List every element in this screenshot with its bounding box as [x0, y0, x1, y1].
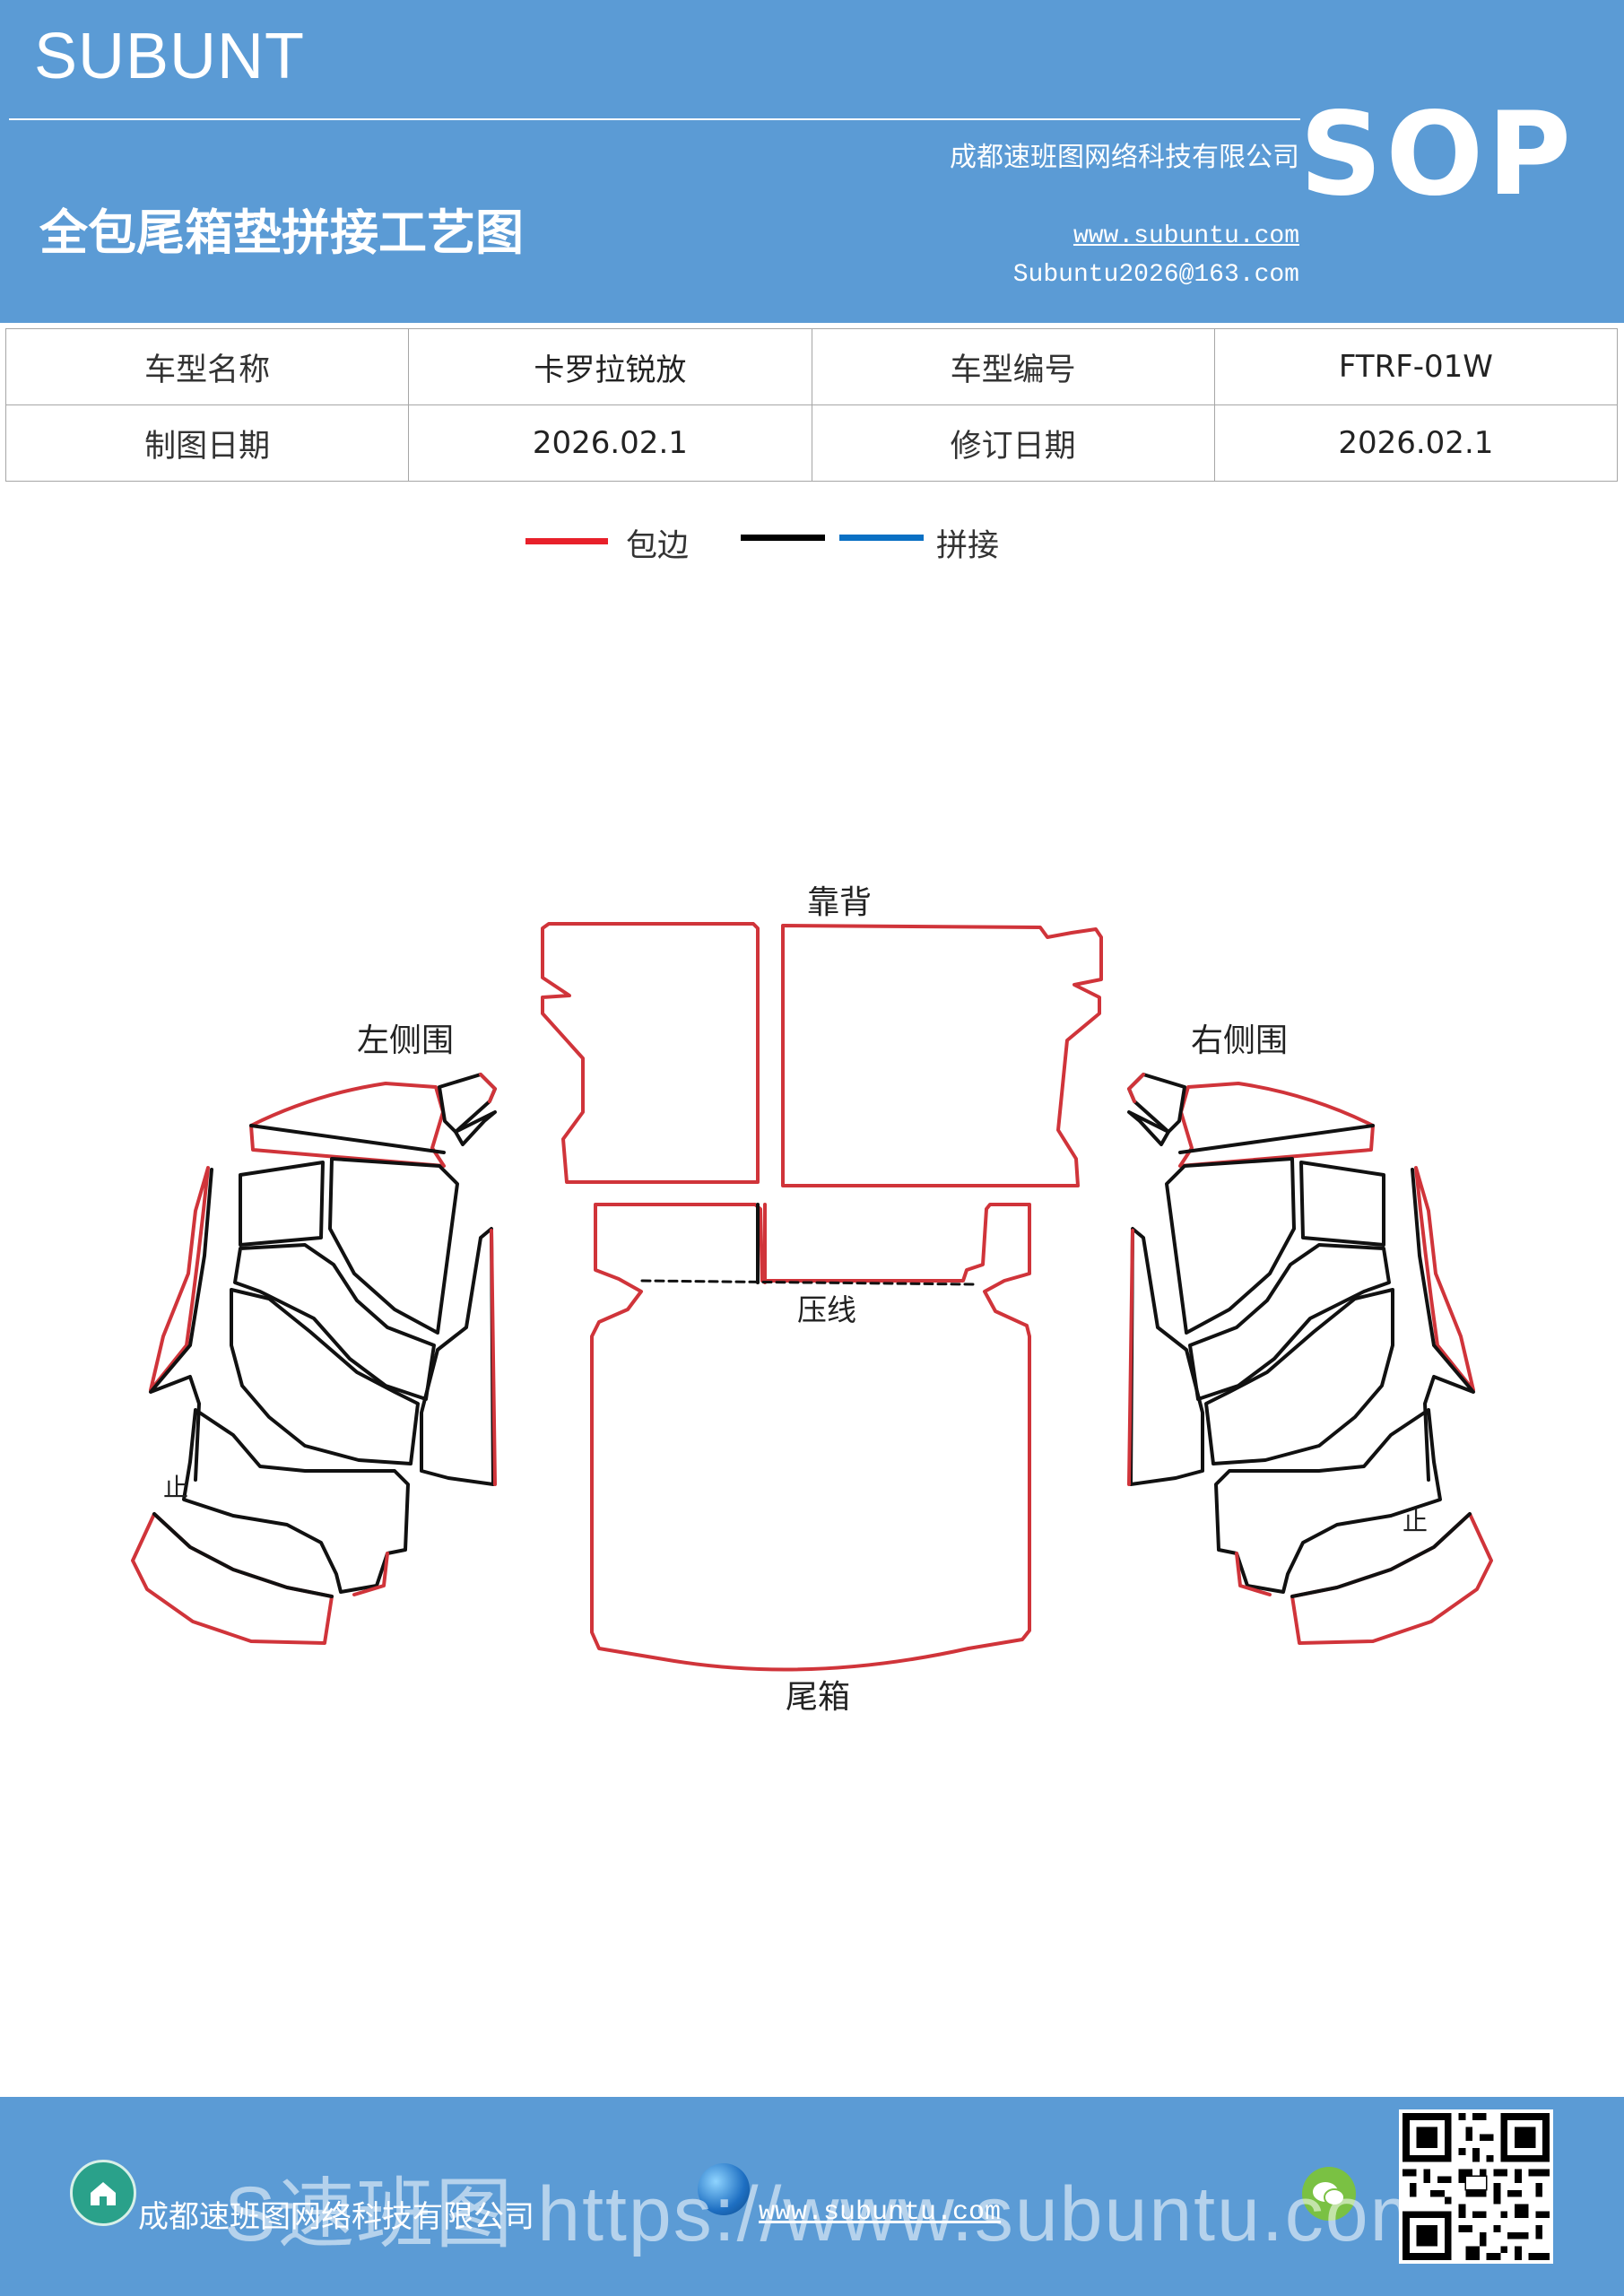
label-trunk: 尾箱	[786, 1679, 850, 1716]
trunk-floor-panel	[590, 1203, 1031, 1672]
footer-website-link[interactable]: www.subuntu.com	[759, 2197, 1002, 2228]
footer-company-name: 成都速班图网络科技有限公司	[138, 2199, 534, 2235]
legend-label-edge: 包边	[626, 528, 690, 564]
value-revision-date: 2026.02.1	[1213, 404, 1619, 482]
left-side-edge-top	[249, 1082, 446, 1168]
left-side-main	[149, 1166, 210, 1392]
left-seam-a	[149, 1168, 213, 1482]
left-seam-g	[182, 1408, 410, 1594]
left-side-bottom-edge-2	[352, 1552, 389, 1596]
label-left-stop: 止	[163, 1473, 188, 1502]
email-address[interactable]: Subuntu2026@163.com	[1012, 261, 1299, 289]
website-link[interactable]: www.subuntu.com	[1073, 222, 1299, 250]
left-side-clip-2	[454, 1110, 497, 1146]
label-right-side: 右侧围	[1191, 1022, 1288, 1059]
vehicle-info-table: 车型名称 卡罗拉锐放 车型编号 FTRF-01W 制图日期 2026.02.1 …	[4, 328, 1619, 482]
backrest-left-panel	[541, 922, 760, 1184]
value-model-name: 卡罗拉锐放	[408, 328, 812, 405]
label-model-code: 车型编号	[811, 328, 1215, 405]
home-icon	[70, 2160, 136, 2226]
label-left-side: 左侧围	[357, 1022, 454, 1059]
backrest-right-panel	[781, 924, 1103, 1187]
globe-icon	[698, 2163, 750, 2215]
footer-banner: 成都速班图网络科技有限公司 www.subuntu.com S速班图 https…	[0, 2097, 1624, 2296]
value-draw-date: 2026.02.1	[408, 404, 812, 482]
mat-pattern-diagram: 靠背 左侧围 右侧围 压线 尾箱 止 止	[131, 884, 1493, 1716]
left-side-seam-top	[249, 1124, 446, 1154]
left-seam-d	[233, 1243, 436, 1401]
header-divider	[9, 118, 1300, 120]
label-draw-date: 制图日期	[4, 404, 410, 482]
legend: 包边 拼接	[0, 520, 1624, 574]
press-line	[640, 1279, 976, 1286]
legend-swatch-seam-blue	[839, 535, 924, 541]
left-seam-e	[230, 1288, 420, 1465]
table-row: 车型名称 卡罗拉锐放 车型编号 FTRF-01W	[4, 328, 1619, 405]
left-seam-f-edge	[490, 1229, 497, 1486]
left-seam-c	[328, 1157, 459, 1335]
label-press-line: 压线	[797, 1292, 856, 1327]
label-backrest: 靠背	[807, 884, 872, 921]
brand-name: SUBUNT	[34, 21, 306, 92]
company-name: 成都速班图网络科技有限公司	[950, 142, 1299, 173]
legend-swatch-edge	[525, 538, 608, 544]
label-model-name: 车型名称	[4, 328, 410, 405]
footer-watermark: S速班图 https://www.subuntu.com	[224, 2171, 1437, 2257]
header-banner: SUBUNT 成都速班图网络科技有限公司 全包尾箱垫拼接工艺图 www.subu…	[0, 0, 1624, 323]
left-side-clip	[438, 1073, 497, 1134]
wechat-icon[interactable]	[1302, 2167, 1356, 2221]
right-side-panels	[1127, 1073, 1493, 1645]
left-seam-b	[239, 1161, 325, 1247]
value-model-code: FTRF-01W	[1213, 328, 1619, 405]
document-title: 全包尾箱垫拼接工艺图	[39, 204, 524, 261]
label-right-stop: 止	[1403, 1507, 1428, 1536]
legend-swatch-seam-black	[741, 535, 825, 541]
qr-code[interactable]	[1399, 2109, 1553, 2264]
table-row: 制图日期 2026.02.1 修订日期 2026.02.1	[4, 404, 1619, 482]
legend-label-seam: 拼接	[936, 528, 1000, 564]
sop-badge: SOP	[1299, 88, 1575, 222]
left-side-bottom-seam	[152, 1512, 334, 1598]
left-side-clip-edge	[479, 1073, 497, 1103]
label-revision-date: 修订日期	[811, 404, 1215, 482]
